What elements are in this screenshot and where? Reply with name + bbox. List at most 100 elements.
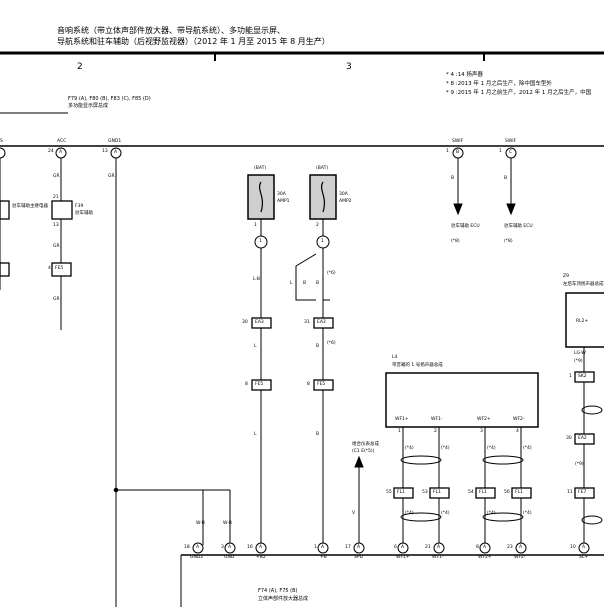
note-2: * 8 :2013 年 1 月之后生产，除中国车型外 — [446, 81, 552, 87]
junction-pin: 1 — [569, 374, 572, 379]
right-speaker-pin: RL2+ — [576, 319, 589, 324]
pin-number: 13 — [102, 149, 108, 154]
pin-number: 6 — [394, 545, 397, 550]
pin-conn: A — [483, 545, 487, 550]
shield-label: (*6) — [327, 341, 336, 346]
speaker-pin-label: WF1- — [431, 417, 443, 422]
pin-label: WF1+ — [396, 555, 410, 560]
junction-box: SK2 — [578, 374, 587, 379]
pin-label: SWIF — [452, 139, 464, 144]
fuse-name: AMP2 — [339, 199, 352, 204]
wire-color: (*4) — [441, 511, 450, 516]
pin-conn: B — [456, 150, 460, 155]
wire-color: (*4) — [441, 446, 450, 451]
pin-label: +B — [320, 555, 327, 560]
left-junction-pin: 4 — [48, 266, 51, 271]
shield-label: L — [290, 281, 293, 286]
pin-conn: A — [582, 545, 586, 550]
pin-conn: A — [321, 545, 325, 550]
pin-conn: A — [357, 545, 361, 550]
pin-number: 1 — [314, 545, 317, 550]
pin-conn: A — [114, 150, 118, 155]
junction-pin: 53 — [422, 490, 428, 495]
junction-pin: 31 — [304, 320, 310, 325]
wire-color: GR — [53, 297, 60, 302]
pin-label: SL+ — [579, 555, 589, 560]
wire-color: L — [254, 344, 257, 349]
left-connector-name: 驻车辅助 — [75, 211, 93, 216]
junction-box: FL1 — [479, 490, 487, 495]
speaker-pin: 4 — [516, 429, 519, 434]
speaker-pin: 3 — [480, 429, 483, 434]
fuse-pin: 2 — [316, 223, 319, 228]
right-speaker-ref: Z9 — [563, 274, 569, 279]
wire-color: W-B — [223, 521, 232, 526]
wire-color: B — [451, 176, 455, 181]
dsp-note-sub: (C1 E(*5)) — [352, 449, 375, 454]
fuse-source: (BAT) — [254, 166, 267, 171]
pin-number: 1 — [446, 149, 449, 154]
left-connector-pin: 21 — [53, 195, 59, 200]
shield-label: B — [303, 281, 307, 286]
wire-color: L-B — [253, 277, 260, 282]
junction-pin: 30 — [566, 436, 572, 441]
pin-label: S — [0, 139, 3, 144]
fuse-pin-circle: 1 — [259, 239, 262, 244]
left-vertical-text: 驻车辅助主继电器 — [12, 204, 48, 209]
pin-conn: A — [259, 545, 263, 550]
swif-dest-sub: (*8) — [451, 239, 460, 244]
wire-color: B — [316, 344, 320, 349]
pin-number: 3 — [221, 545, 224, 550]
speaker-box-ref: L4 — [392, 355, 398, 360]
wire-color: (*9) — [574, 359, 583, 364]
wire-color: (*4) — [487, 511, 496, 516]
wire-color: LG-W — [574, 351, 586, 356]
wire-color: B — [316, 432, 320, 437]
speaker-pin: 2 — [434, 429, 437, 434]
wire-color: GR — [108, 174, 115, 179]
pin-number: 16 — [247, 545, 253, 550]
left-connector-ref: F39 — [75, 204, 84, 209]
pin-label: GND1 — [108, 139, 122, 144]
pin-conn: A — [519, 545, 523, 550]
pin-number: 23 — [507, 545, 513, 550]
speaker-pin-label: WF2+ — [477, 417, 491, 422]
pin-number: 1 — [499, 149, 502, 154]
pin-label: GND — [224, 555, 235, 560]
column-number-2: 2 — [77, 62, 83, 72]
junction-box: FL1 — [397, 490, 405, 495]
junction-box: EA3 — [255, 320, 264, 325]
top-connector-name: 多功能显示屏总成 — [68, 103, 109, 109]
pin-conn: A — [401, 545, 405, 550]
fuse-rating: 30A — [277, 192, 286, 197]
bottom-connector-name: 立体声部件放大器总成 — [258, 596, 309, 602]
pin-number: 24 — [48, 149, 54, 154]
fuse-rating: 30A — [339, 192, 348, 197]
pin-number: 17 — [345, 545, 351, 550]
speaker-box-name: 带音箱的 1 号扬声器总成 — [392, 363, 443, 368]
column-number-3: 3 — [346, 62, 352, 72]
swif-dest: 驻车辅助 ECU — [451, 224, 480, 229]
pin-label: GND2 — [190, 555, 204, 560]
note-1: * 4 :14 扬声器 — [446, 72, 483, 78]
junction-box: EA2 — [578, 436, 587, 441]
pin-number: 10 — [570, 545, 576, 550]
speaker-box-outline — [385, 372, 539, 428]
swif-dest: 驻车辅助 ECU — [504, 224, 533, 229]
swif-dest-sub: (*8) — [504, 239, 513, 244]
pin-conn: A — [59, 150, 63, 155]
speaker-pin-label: WF1+ — [395, 417, 409, 422]
junction-pin: 54 — [468, 490, 474, 495]
junction-pin: 8 — [307, 382, 310, 387]
right-speaker-name: 左后车顶扬声器总成 — [563, 282, 604, 287]
junction-box: EA3 — [317, 320, 326, 325]
bottom-connector-ref: F74 (A), F75 (B) — [258, 588, 298, 594]
pin-conn: A — [228, 545, 232, 550]
pin-label: SWIF — [505, 139, 517, 144]
wire-color: (*4) — [523, 511, 532, 516]
diagram-title-line2: 导航系统和驻车辅助（后视野监视器）（2012 年 1 月至 2015 年 8 月… — [57, 37, 330, 46]
dsp-note: 组合仪表总成 — [352, 442, 379, 447]
left-junction-box: FE5 — [55, 266, 64, 271]
junction-box: FE5 — [255, 382, 264, 387]
fuse-pin-circle: 1 — [321, 239, 324, 244]
